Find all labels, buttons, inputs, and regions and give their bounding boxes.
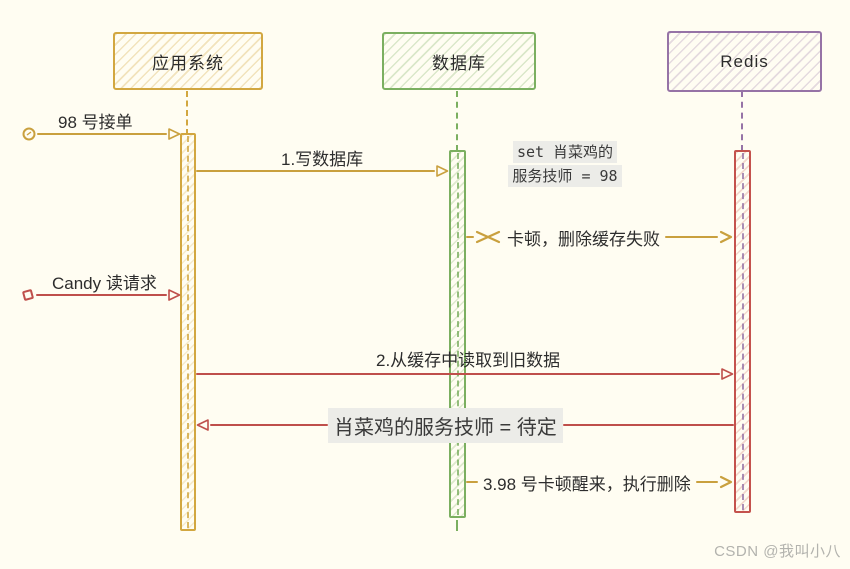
open-arrowhead-icon bbox=[719, 230, 733, 244]
square-endpoint-icon bbox=[22, 289, 34, 301]
actor-redis: Redis bbox=[667, 31, 822, 92]
lifeline-app-system bbox=[186, 91, 188, 135]
message-wake-delete-arrow: 3.98 号卡顿醒来，执行删除 bbox=[466, 469, 733, 495]
message-candy-read-arrow bbox=[20, 287, 181, 303]
actor-redis-label: Redis bbox=[720, 51, 769, 71]
triangle-arrowhead-icon bbox=[168, 128, 181, 140]
message-write-db-label: 1.写数据库 bbox=[281, 150, 364, 169]
actor-database: 数据库 bbox=[382, 32, 536, 90]
actor-app-system: 应用系统 bbox=[113, 32, 263, 90]
triangle-arrowhead-icon bbox=[436, 165, 449, 177]
message-candy-read-label: Candy 读请求 bbox=[52, 274, 157, 293]
message-order-98-label: 98 号接单 bbox=[58, 113, 133, 132]
message-read-stale-label: 2.从缓存中读取到旧数据 bbox=[376, 351, 561, 370]
lifeline-database-tail bbox=[456, 520, 458, 531]
triangle-arrowhead-left-icon bbox=[196, 419, 209, 431]
activation-bar-app-system bbox=[180, 133, 196, 531]
lifeline-database bbox=[456, 91, 458, 151]
message-read-stale-arrow bbox=[196, 366, 734, 382]
actor-database-label: 数据库 bbox=[432, 53, 486, 73]
triangle-arrowhead-icon bbox=[721, 368, 734, 380]
note-set-cache: set 肖菜鸡的 服务技师 = 98 bbox=[489, 141, 641, 189]
csdn-watermark: CSDN @我叫小八 bbox=[714, 543, 841, 560]
activation-bar-redis bbox=[734, 150, 751, 513]
message-return-stale-arrow: 肖菜鸡的服务技师 = 待定 bbox=[196, 407, 734, 443]
actor-app-system-label: 应用系统 bbox=[152, 53, 224, 73]
message-delete-cache-failed-arrow: 卡顿，删除缓存失败 bbox=[466, 224, 733, 250]
message-return-stale-label: 肖菜鸡的服务技师 = 待定 bbox=[328, 407, 563, 443]
triangle-arrowhead-icon bbox=[168, 289, 181, 301]
note-set-cache-line2: 服务技师 = 98 bbox=[508, 165, 622, 187]
open-arrowhead-icon bbox=[719, 475, 733, 489]
activation-bar-database bbox=[449, 150, 466, 518]
x-failure-icon bbox=[475, 230, 501, 244]
message-write-db-arrow bbox=[196, 163, 449, 179]
lifeline-redis bbox=[741, 91, 743, 151]
message-wake-delete-label: 3.98 号卡顿醒来，执行删除 bbox=[478, 469, 696, 495]
circle-endpoint-icon bbox=[22, 127, 36, 141]
note-set-cache-line1: set 肖菜鸡的 bbox=[512, 141, 618, 163]
message-order-98-arrow bbox=[21, 126, 181, 142]
message-delete-cache-failed-label: 卡顿，删除缓存失败 bbox=[502, 224, 665, 250]
